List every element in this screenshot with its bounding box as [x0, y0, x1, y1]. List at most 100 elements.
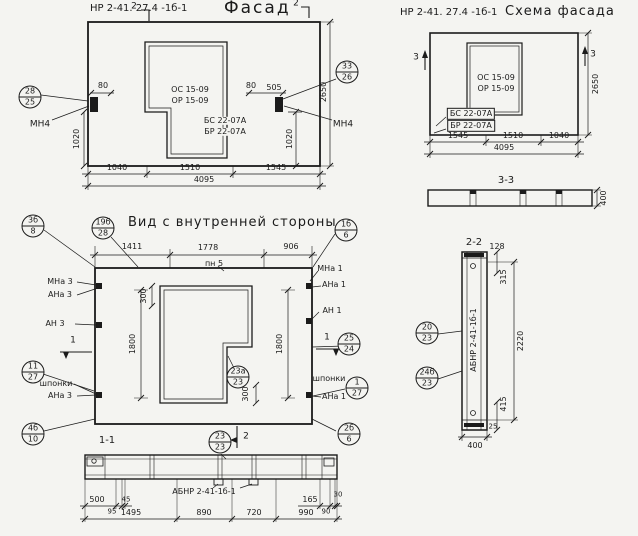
facade-br-label: БР 22-07А — [203, 126, 247, 137]
facade-dim-1510: 1510 — [179, 162, 201, 172]
facade-mn4-right-label: МН4 — [332, 119, 354, 130]
facade-dim-80-right: 80 — [245, 80, 257, 90]
inner-mna3-label: МНа 3 — [47, 276, 73, 286]
callout-bottom-number: 23 — [421, 333, 433, 343]
s22-abnr-label: АБНР 2-41-1б-1 — [468, 307, 479, 373]
mark-callout-inner-right-bottom: 2б 6 — [337, 422, 361, 446]
inner-ana1-top-label: АНа 1 — [321, 279, 347, 289]
s11-dim-500: 500 — [89, 494, 105, 504]
callout-top-number: 23а — [227, 367, 249, 378]
s22-dim-25: 25 — [488, 422, 498, 431]
callout-top-number: 1 — [346, 378, 368, 389]
callout-top-number: 3б — [22, 216, 44, 227]
inner-dim-906: 906 — [283, 241, 299, 251]
inner-dim-300-top: 300 — [138, 288, 148, 304]
s11-dim-890: 890 — [196, 507, 212, 517]
facade-dim-1020-right: 1020 — [284, 128, 294, 150]
inner-dim-1800-right: 1800 — [274, 333, 284, 355]
inner-section-flag-1-left: 1 — [70, 335, 76, 346]
inner-shponki-left-label: шпонки — [39, 378, 73, 388]
callout-top-number: 11 — [22, 362, 44, 373]
facade-os-label: ОС 15-09 — [170, 84, 210, 95]
section-3-3-dim-400: 400 — [598, 190, 608, 206]
mark-callout-s22-upper: 20 23 — [415, 321, 439, 345]
callout-top-number: 24б — [416, 368, 438, 379]
mark-callout-inner-step: 23а 23 — [226, 365, 250, 389]
section-1-1-title: 1-1 — [98, 434, 116, 446]
inner-dim-1778: 1778 — [197, 242, 219, 252]
callout-bottom-number: 27 — [27, 372, 39, 382]
inner-mna1-label: МНа 1 — [317, 263, 343, 273]
inner-an1-label: АН 1 — [322, 305, 342, 315]
callout-bottom-number: 27 — [351, 388, 363, 398]
inner-dim-1800-left: 1800 — [127, 333, 137, 355]
callout-top-number: 2б — [338, 424, 360, 435]
facade-or-label: ОР 15-09 — [170, 95, 210, 106]
facade-dim-1020-left: 1020 — [71, 128, 81, 150]
callout-top-number: 25 — [338, 334, 360, 345]
scheme-section-flag-left: 3 — [413, 52, 419, 63]
mark-callout-facade-left: 28 25 — [18, 85, 42, 109]
s11-dim-1495: 1495 — [120, 507, 142, 517]
section-3-3-title: 3-3 — [497, 174, 515, 186]
callout-top-number: 1б — [335, 220, 357, 231]
facade-section-flag-left: 2 — [131, 1, 137, 12]
facade-dim-505: 505 — [266, 82, 282, 92]
s11-dim-95: 95 — [107, 507, 117, 516]
scheme-dim-1040: 1040 — [548, 130, 570, 140]
s11-dim-45: 45 — [121, 495, 131, 504]
callout-top-number: 33 — [336, 62, 358, 73]
inner-section-flag-2: 2 — [243, 431, 249, 442]
s11-abnr-label: АБНР 2-41-1б-1 — [172, 486, 236, 496]
scheme-dim-4095: 4095 — [493, 142, 515, 152]
mark-callout-inner-b: 19б 28 — [91, 216, 115, 240]
callout-bottom-number: 6 — [343, 230, 349, 240]
inner-an3-label: АН 3 — [45, 318, 65, 328]
callout-top-number: 19б — [92, 218, 114, 229]
s11-dim-90: 90 — [321, 507, 331, 516]
inner-ana3-bottom-label: АНа 3 — [47, 390, 73, 400]
mark-callout-s11: 23 23 — [208, 430, 232, 454]
s11-dim-990: 990 — [298, 507, 314, 517]
s22-dim-128: 128 — [489, 241, 505, 251]
scheme-title: Схема фасада — [505, 4, 615, 19]
callout-bottom-number: 24 — [343, 344, 355, 354]
mark-callout-inner-left-mid: 11 27 — [21, 360, 45, 384]
inner-ana3-top-label: АНа 3 — [47, 289, 73, 299]
scheme-bs-label: БС 22-07А — [446, 107, 496, 121]
mark-callout-facade-right: 33 26 — [335, 60, 359, 84]
inner-dim-1411: 1411 — [121, 241, 143, 251]
facade-title: Фасад — [224, 0, 291, 18]
facade-dim-2650: 2650 — [318, 81, 328, 103]
callout-bottom-number: 23 — [421, 378, 433, 388]
scheme-dim-1510: 1510 — [502, 130, 524, 140]
facade-dim-80-left: 80 — [97, 80, 109, 90]
facade-dim-1545: 1545 — [265, 162, 287, 172]
facade-bs-label: БС 22-07А — [202, 115, 248, 126]
inner-shponki-right-label: шпонки — [312, 373, 346, 383]
s22-dim-400: 400 — [467, 440, 483, 450]
mark-callout-inner-left-bottom: 4б 10 — [21, 422, 45, 446]
callout-bottom-number: 8 — [30, 226, 36, 236]
scheme-section-flag-right: 3 — [590, 49, 596, 60]
inner-view-title: Вид с внутренней стороны — [128, 215, 337, 230]
mark-callout-inner-a: 3б 8 — [21, 214, 45, 238]
s22-dim-2220: 2220 — [515, 330, 525, 352]
callout-bottom-number: 25 — [24, 97, 36, 107]
inner-ana1-bottom-label: АНа 1 — [321, 391, 347, 401]
scheme-br-label: БР 22-07А — [447, 119, 495, 133]
s11-dim-165: 165 — [302, 494, 318, 504]
callout-bottom-number: 6 — [346, 434, 352, 444]
callout-bottom-number: 10 — [27, 434, 39, 444]
s22-dim-415: 415 — [498, 396, 508, 412]
inner-section-flag-1-right: 1 — [324, 332, 330, 343]
callout-bottom-number: 26 — [341, 72, 353, 82]
mark-callout-s22-lower: 24б 23 — [415, 366, 439, 390]
callout-top-number: 28 — [19, 87, 41, 98]
callout-top-number: 20 — [416, 323, 438, 334]
inner-pn5-label: пн 5 — [204, 258, 224, 268]
mark-callout-inner-right-key: 1 27 — [345, 376, 369, 400]
callout-bottom-number: 23 — [232, 377, 244, 387]
